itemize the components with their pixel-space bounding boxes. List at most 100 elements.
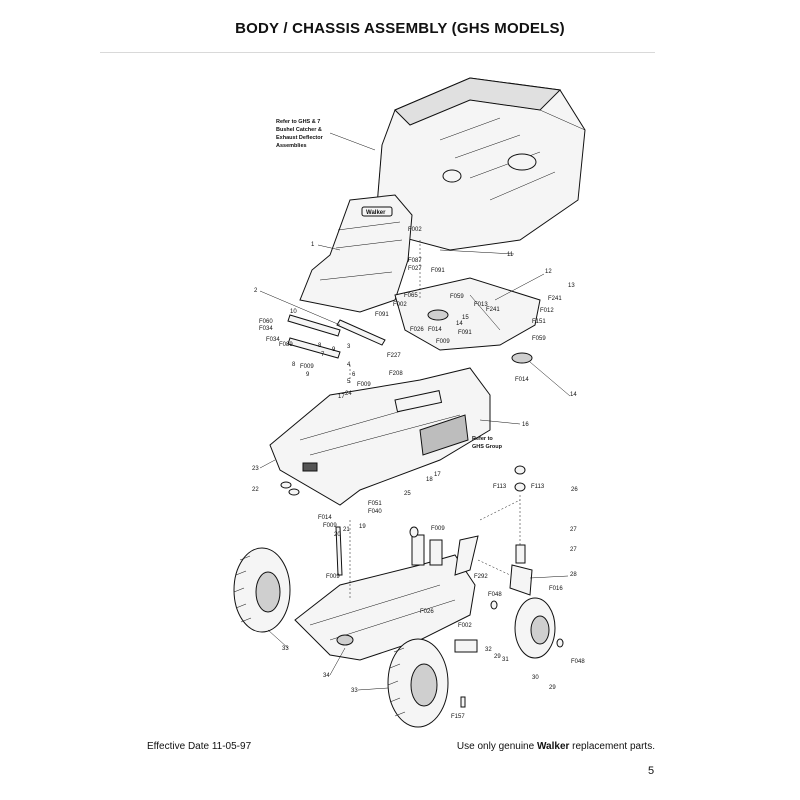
callout-28: 28 <box>570 572 577 578</box>
callout-f014c: F014 <box>318 515 332 521</box>
callout-f060: F060 <box>259 319 273 325</box>
callout-8a: 8 <box>318 343 322 349</box>
callout-f091b: F091 <box>375 312 389 318</box>
callout-f002b: F002 <box>393 302 407 308</box>
callout-9a: 9 <box>332 347 336 353</box>
callout-f012: F012 <box>540 308 554 314</box>
callout-f040: F040 <box>368 509 382 515</box>
callout-f034a: F034 <box>259 326 273 332</box>
callout-3: 3 <box>347 344 351 350</box>
callout-f026a: F026 <box>410 327 424 333</box>
front-caster-wheel <box>509 465 556 659</box>
callout-2: 2 <box>254 288 258 294</box>
callout-33a: 33 <box>282 646 289 652</box>
replacement-parts-notice: Use only genuine Walker replacement part… <box>457 741 655 752</box>
callout-f059b: F059 <box>532 336 546 342</box>
callout-f208: F208 <box>389 371 403 377</box>
seat: Walker <box>299 194 413 313</box>
callout-8b: 8 <box>292 362 296 368</box>
callout-f113b: F113 <box>531 484 545 490</box>
page-title: BODY / CHASSIS ASSEMBLY (GHS MODELS) <box>235 20 565 37</box>
callout-f027: F027 <box>408 266 422 272</box>
effective-date: Effective Date 11-05-97 <box>147 741 252 752</box>
rear-wheel-left <box>233 547 291 633</box>
deck-frame <box>394 277 541 364</box>
callout-f013: F013 <box>474 302 488 308</box>
callout-f065: F065 <box>404 293 418 299</box>
callout-15: 15 <box>462 315 469 321</box>
chassis-frame <box>294 526 479 661</box>
callout-f048b: F048 <box>571 659 585 665</box>
callout-4: 4 <box>347 362 351 368</box>
callout-14b: 14 <box>570 392 577 398</box>
callout-29b: 29 <box>549 685 556 691</box>
callout-f014a: F014 <box>428 327 442 333</box>
callout-9b: 9 <box>306 372 310 378</box>
notice-brand: Walker <box>536 741 570 752</box>
callout-f026b: F026 <box>420 609 434 615</box>
callout-17a: 17 <box>338 394 345 400</box>
note-catcher-4: Assemblies <box>276 143 307 149</box>
callout-23: 23 <box>252 466 259 472</box>
grass-catcher <box>374 77 586 251</box>
note-ghs-2: GHS Group <box>472 444 503 450</box>
callout-32: 32 <box>485 647 492 653</box>
callout-27a: 27 <box>570 527 577 533</box>
callout-18: 18 <box>426 477 433 483</box>
callout-f091a: F091 <box>431 268 445 274</box>
callout-25: 25 <box>404 491 411 497</box>
callout-34: 34 <box>323 673 330 679</box>
callout-26: 26 <box>571 487 578 493</box>
callout-13: 13 <box>568 283 575 289</box>
callout-27b: 27 <box>570 547 577 553</box>
callout-f113a: F113 <box>493 484 507 490</box>
seat-brand-label: Walker <box>366 210 386 216</box>
callout-17b: 17 <box>434 472 441 478</box>
callout-10: 10 <box>290 309 297 315</box>
callout-f009e: F009 <box>431 526 445 532</box>
callout-33b: 33 <box>351 688 358 694</box>
callout-f059a: F059 <box>450 294 464 300</box>
title-divider <box>100 52 655 53</box>
callout-f241b: F241 <box>548 296 562 302</box>
callout-22: 22 <box>252 487 259 493</box>
callout-5: 5 <box>347 379 351 385</box>
callout-11: 11 <box>507 252 514 258</box>
callout-30: 30 <box>532 675 539 681</box>
callout-16: 16 <box>522 422 529 428</box>
callout-24: 24 <box>345 391 352 397</box>
notice-prefix: Use only genuine <box>456 741 537 752</box>
callout-20: 20 <box>334 532 341 538</box>
callout-f002c: F002 <box>458 623 472 629</box>
callout-f009d: F009 <box>323 523 337 529</box>
callout-f091c: F091 <box>458 330 472 336</box>
page-number: 5 <box>648 765 655 777</box>
callout-f051: F051 <box>368 501 382 507</box>
callout-f014b: F014 <box>515 377 529 383</box>
callout-f009f: F009 <box>326 574 340 580</box>
note-catcher-2: Bushel Catcher & <box>276 127 322 133</box>
notice-suffix: replacement parts. <box>569 741 655 752</box>
callout-14a: 14 <box>456 321 463 327</box>
callout-f227: F227 <box>387 353 401 359</box>
callout-31: 31 <box>502 657 509 663</box>
note-catcher-1: Refer to GHS & 7 <box>276 119 320 125</box>
callout-1: 1 <box>311 242 315 248</box>
callout-f292: F292 <box>474 574 488 580</box>
callout-29a: 29 <box>494 654 501 660</box>
callout-f048a: F048 <box>488 592 502 598</box>
callout-f002a: F002 <box>408 227 422 233</box>
body-shell <box>269 367 491 506</box>
note-catcher-3: Exhaust Deflector <box>276 135 324 141</box>
callout-f241a: F241 <box>486 307 500 313</box>
callout-12: 12 <box>545 269 552 275</box>
callout-f087: F087 <box>408 258 422 264</box>
callout-f157: F157 <box>451 714 465 720</box>
rear-wheel-right <box>387 638 449 728</box>
callout-f151: F151 <box>532 319 546 325</box>
callout-21: 21 <box>343 527 350 533</box>
callout-f009a: F009 <box>436 339 450 345</box>
callout-7: 7 <box>321 352 325 358</box>
